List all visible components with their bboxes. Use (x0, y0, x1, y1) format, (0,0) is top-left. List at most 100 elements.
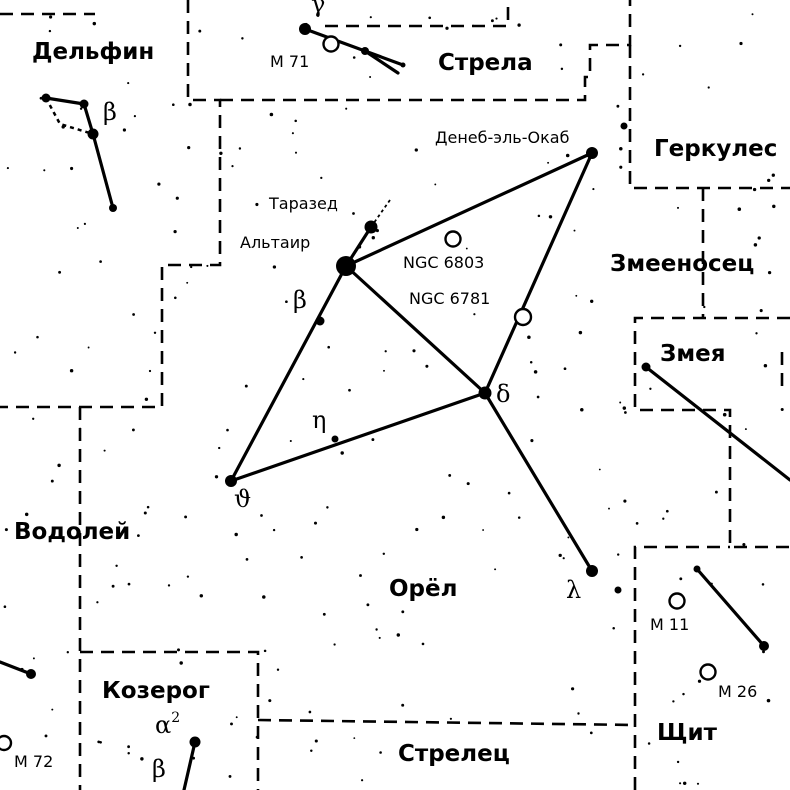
faint-star (529, 361, 533, 364)
faint-star (428, 16, 432, 20)
faint-star (412, 349, 416, 353)
boundary-capricornus (80, 650, 260, 790)
faint-star (69, 368, 74, 373)
faint-star (414, 148, 418, 152)
faint-star (127, 751, 130, 755)
label-ngc6781: NGC 6781 (409, 289, 491, 308)
faint-star (441, 515, 446, 520)
label-m71: М 71 (270, 52, 310, 71)
faint-star (308, 710, 312, 714)
faint-star (51, 708, 54, 711)
faint-star (517, 23, 521, 27)
faint-star (619, 165, 623, 169)
faint-star (608, 507, 610, 510)
faint-star (382, 552, 386, 556)
faint-star (39, 96, 43, 100)
faint-stars (3, 13, 784, 786)
faint-star (761, 583, 765, 586)
star-serpens (641, 362, 651, 372)
faint-star (536, 395, 540, 399)
faint-star (495, 17, 498, 20)
alpha-letter: α (155, 711, 172, 739)
faint-star (710, 582, 713, 585)
faint-star (32, 657, 35, 660)
faint-star (641, 73, 645, 76)
faint-star (188, 102, 192, 107)
boundary-serpens (633, 316, 790, 549)
star-delta (478, 386, 492, 400)
faint-star (44, 734, 48, 738)
faint-star (269, 112, 274, 117)
aquila-line-delta-lambda (483, 391, 594, 573)
faint-star (624, 411, 627, 414)
faint-star (326, 506, 329, 509)
faint-star (184, 515, 188, 519)
label-gamma-sagitta: γ (311, 0, 326, 18)
faint-star (357, 245, 362, 249)
delphinus-line-3 (91, 132, 115, 210)
faint-star (186, 281, 189, 284)
faint-star (314, 739, 318, 743)
faint-star (360, 779, 364, 782)
faint-star (662, 517, 665, 520)
star-eta (331, 435, 339, 443)
faint-star (415, 527, 419, 532)
faint-star (635, 522, 639, 525)
faint-star (649, 387, 652, 390)
faint-star (320, 176, 323, 180)
faint-star (371, 236, 375, 240)
faint-star (133, 115, 136, 118)
faint-star (383, 369, 385, 372)
faint-star (300, 556, 303, 559)
faint-star (131, 428, 135, 432)
faint-star (384, 350, 387, 353)
faint-star (559, 43, 563, 47)
faint-star (703, 305, 706, 309)
faint-star (310, 749, 313, 753)
boundary-sagitta-top (325, 0, 510, 28)
faint-star (592, 188, 595, 191)
faint-star (79, 107, 83, 110)
faint-star (58, 270, 62, 274)
faint-star (245, 558, 249, 561)
faint-star (238, 147, 242, 150)
faint-star (231, 165, 234, 168)
faint-star (92, 21, 97, 26)
label-aquarius: Водолей (14, 519, 131, 545)
marker-m72 (0, 734, 13, 752)
faint-star (507, 491, 511, 495)
faint-star (327, 345, 331, 349)
faint-star (619, 401, 622, 404)
faint-star (206, 264, 209, 267)
faint-star (230, 722, 233, 726)
faint-star (186, 575, 190, 578)
faint-star (127, 582, 131, 586)
faint-star (177, 648, 180, 652)
aquila-line-deneb-delta (483, 151, 594, 395)
faint-star (20, 667, 24, 672)
faint-star (24, 512, 29, 517)
faint-star (466, 482, 470, 486)
label-eta: η (312, 406, 327, 434)
faint-star (48, 29, 52, 33)
faint-star (628, 118, 632, 122)
faint-star (755, 332, 758, 335)
faint-star (146, 505, 150, 509)
faint-star (234, 532, 238, 537)
marker-m71 (322, 35, 340, 53)
label-beta-capricornus: β (152, 755, 166, 783)
faint-star (352, 212, 355, 215)
faint-star (198, 29, 202, 33)
faint-star (580, 408, 584, 412)
faint-star (172, 103, 175, 106)
faint-star (537, 214, 541, 218)
faint-star (260, 514, 263, 517)
faint-star (679, 577, 683, 581)
faint-star (767, 178, 771, 183)
faint-star (263, 649, 267, 653)
faint-star (575, 294, 578, 297)
faint-star (527, 335, 531, 340)
aquila-line-altair-theta (229, 264, 348, 483)
